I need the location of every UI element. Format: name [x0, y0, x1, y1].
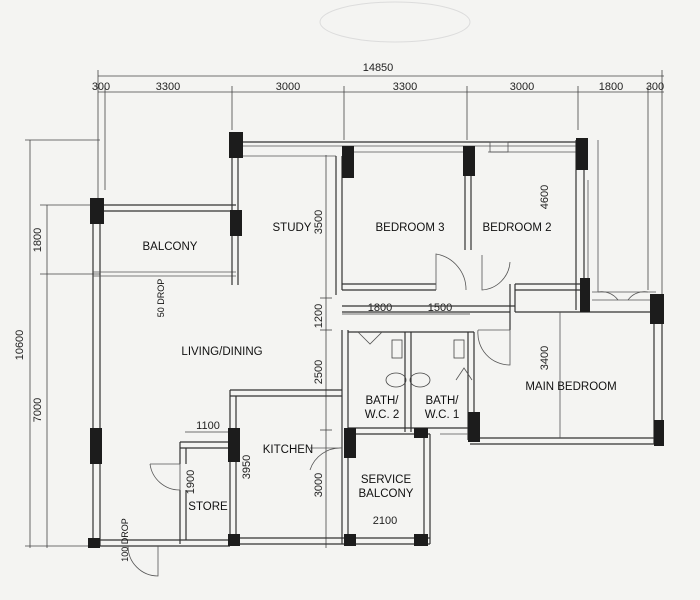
dim-main-bedroom-height: 3400 [539, 346, 551, 370]
overall-width-label: 14850 [363, 62, 394, 74]
walls [92, 140, 663, 547]
door-swings [127, 253, 649, 577]
room-label-bedroom-3: BEDROOM 3 [375, 222, 444, 234]
note-100-drop: 100 DROP [120, 518, 130, 562]
room-label-study: STUDY [273, 222, 312, 234]
faded-stamp [319, 1, 471, 43]
dim-store-height: 1900 [185, 470, 197, 494]
dim-kitchen-height: 3950 [241, 455, 253, 479]
dim-top-6: 1800 [599, 81, 623, 93]
bathroom-fixtures [357, 331, 473, 388]
toilet-wc2 [385, 372, 407, 388]
dim-top-5: 3000 [510, 81, 534, 93]
top-dimension-lines [97, 70, 664, 300]
dim-top-3: 3000 [276, 81, 300, 93]
room-label-balcony: BALCONY [143, 241, 198, 253]
room-label-store: STORE [188, 501, 228, 513]
dim-left-overall: 10600 [14, 330, 26, 361]
dim-top-2: 3300 [156, 81, 180, 93]
dim-inner-1: 3500 [313, 210, 325, 234]
dim-store-width: 1100 [196, 420, 220, 432]
note-50-drop: 50 DROP [156, 279, 166, 318]
dim-inner-4: 3000 [313, 473, 325, 497]
dim-top-7: 300 [646, 81, 664, 93]
room-label-kitchen: KITCHEN [263, 444, 313, 456]
dim-top-1: 300 [92, 81, 110, 93]
room-label-service-balcony-line2: BALCONY [359, 488, 414, 500]
dim-left-lower: 7000 [32, 398, 44, 422]
dim-bath-2: 1500 [428, 302, 452, 314]
dim-service-balcony-width: 2100 [373, 515, 397, 527]
room-label-service-balcony-line1: SERVICE [361, 474, 412, 486]
inner-dimension-line [320, 155, 332, 548]
basin-wc1 [453, 339, 465, 359]
dim-bath-1: 1800 [368, 302, 392, 314]
dim-bedroom2-height: 4600 [539, 185, 551, 209]
room-label-bedroom-2: BEDROOM 2 [482, 222, 551, 234]
dim-top-4: 3300 [393, 81, 417, 93]
room-label-bath-wc2-line2: W.C. 2 [365, 409, 400, 421]
basin-wc2 [391, 339, 403, 359]
room-label-main-bedroom: MAIN BEDROOM [525, 381, 616, 393]
dim-left-upper: 1800 [32, 228, 44, 252]
room-label-bath-wc2-line1: BATH/ [365, 395, 399, 407]
room-label-bath-wc1-line1: BATH/ [425, 395, 459, 407]
room-label-living-dining: LIVING/DINING [181, 346, 262, 358]
structural-columns [88, 132, 664, 548]
room-label-bath-wc1-line2: W.C. 1 [425, 409, 460, 421]
dim-inner-3: 2500 [313, 360, 325, 384]
toilet-wc1 [409, 372, 431, 388]
dim-inner-2: 1200 [313, 304, 325, 328]
